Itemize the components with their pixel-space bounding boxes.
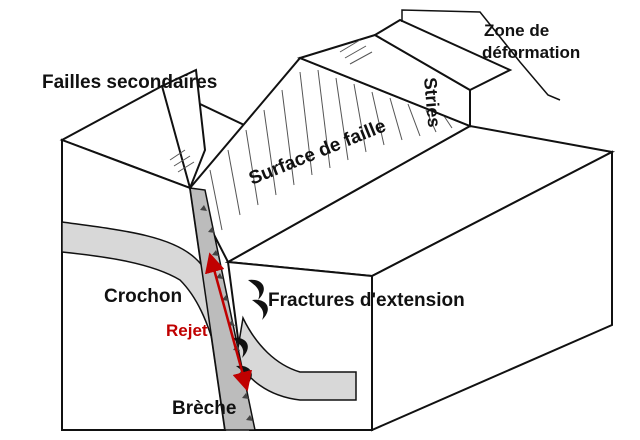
rejet-label: Rejet <box>166 321 208 340</box>
breche-label: Brèche <box>172 398 236 419</box>
failles-secondaires-label: Failles secondaires <box>42 72 217 93</box>
crochon-label: Crochon <box>104 286 182 307</box>
zone-label-line1: Zone de <box>484 21 549 40</box>
zone-label-line2: déformation <box>482 43 580 62</box>
fractures-extension-label: Fractures d'extension <box>268 290 465 311</box>
